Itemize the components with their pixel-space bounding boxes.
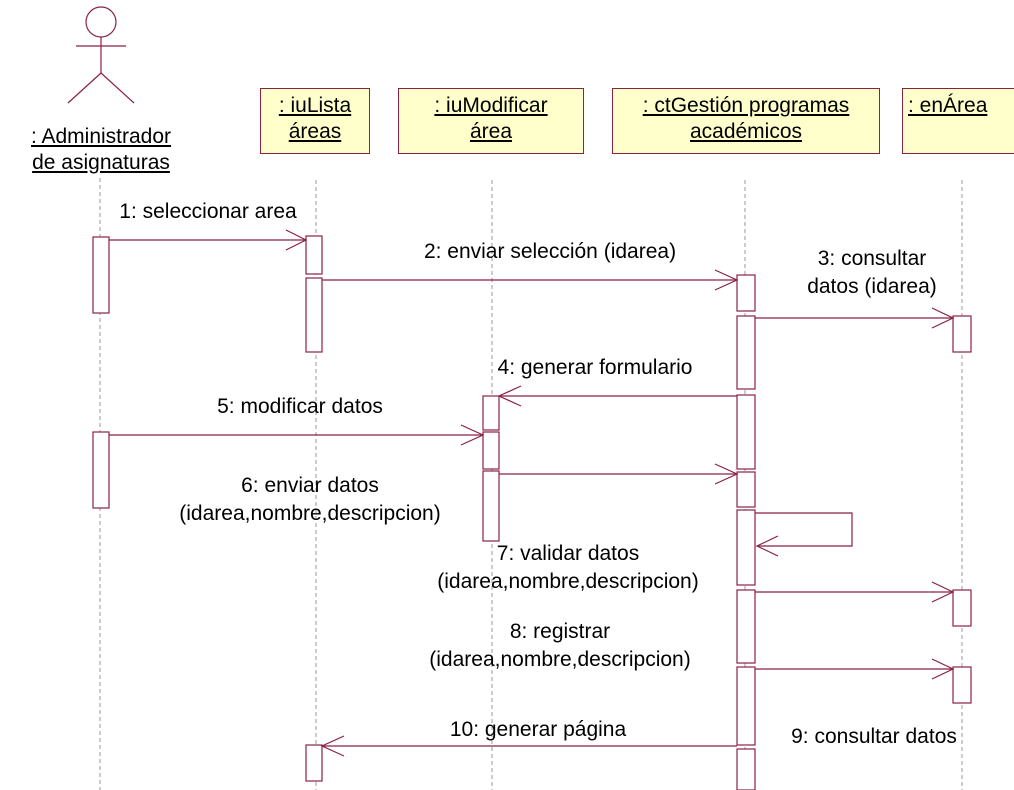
message-3-label: 3: consultar datos (idarea) xyxy=(782,245,962,301)
message-7-line2: (idarea,nombre,descripcion) xyxy=(437,570,699,593)
message-10-label: 10: generar página xyxy=(449,718,627,741)
arrow-7 xyxy=(755,512,853,547)
object-ctgestion xyxy=(612,88,880,154)
object-iumodificar-label: : iuModificar área xyxy=(398,93,584,145)
message-6-line1: 6: enviar datos xyxy=(241,474,379,497)
message-2-label: 2: enviar selección (idarea) xyxy=(423,240,677,263)
object-iumodificar xyxy=(398,88,584,154)
actor-label-line2: de asignaturas xyxy=(32,151,170,174)
message-7-line1: 7: validar datos xyxy=(496,542,640,565)
message-8-line1: 8: registrar xyxy=(509,620,611,643)
object-ctgestion-label: : ctGestión programas académicos xyxy=(612,93,880,145)
actor-label: : Administrador de asignaturas xyxy=(8,124,194,176)
object-ctgestion-line2: académicos xyxy=(689,120,803,143)
message-4-label: 4: generar formulario xyxy=(497,356,693,379)
message-7-label: 7: validar datos (idarea,nombre,descripc… xyxy=(398,540,738,596)
message-1-label: 1: seleccionar area xyxy=(119,200,297,223)
message-5-label: 5: modificar datos xyxy=(217,395,383,418)
message-8-label: 8: registrar (idarea,nombre,descripcion) xyxy=(390,618,730,674)
actor-label-line1: : Administrador xyxy=(30,125,172,148)
message-8-line2: (idarea,nombre,descripcion) xyxy=(429,648,691,671)
object-enarea xyxy=(902,88,1014,154)
object-iulista xyxy=(260,88,370,154)
object-iumodificar-line2: área xyxy=(469,120,513,143)
message-3-line2: datos (idarea) xyxy=(807,275,937,298)
message-6-line2: (idarea,nombre,descripcion) xyxy=(179,502,441,525)
object-iumodificar-line1: : iuModificar xyxy=(434,94,548,117)
object-iulista-label: : iuLista áreas xyxy=(260,93,370,145)
message-arrows xyxy=(109,229,955,757)
message-6-label: 6: enviar datos (idarea,nombre,descripci… xyxy=(140,472,480,528)
object-iulista-line2: áreas xyxy=(288,120,342,143)
message-3-line1: 3: consultar xyxy=(817,247,927,270)
object-enarea-label: : enÁrea xyxy=(908,93,1014,119)
object-enarea-line1: : enÁrea xyxy=(908,94,988,117)
message-9-label: 9: consultar datos xyxy=(791,725,957,748)
actor-figure xyxy=(67,6,135,104)
object-ctgestion-line1: : ctGestión programas xyxy=(642,94,850,117)
object-iulista-line1: : iuLista xyxy=(278,94,352,117)
activations xyxy=(92,235,972,790)
